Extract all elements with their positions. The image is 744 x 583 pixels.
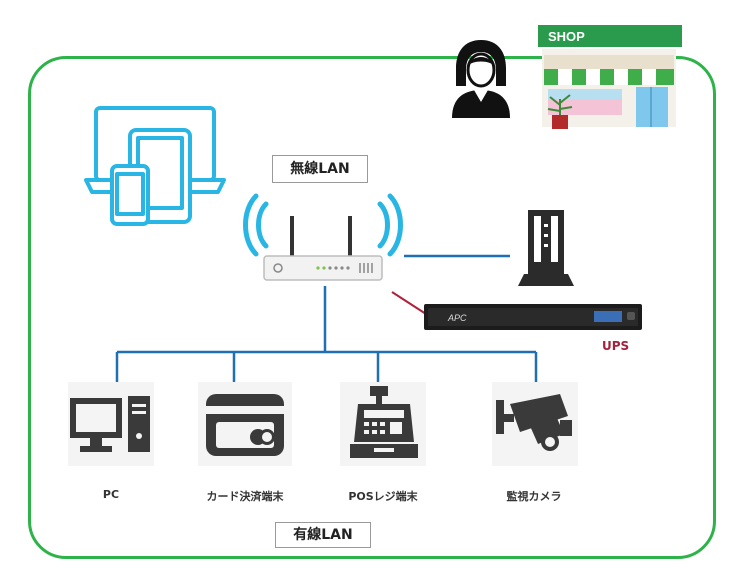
wired-lan-label: 有線LAN [275, 522, 371, 548]
pc-icon [70, 396, 150, 452]
onu-modem-icon [518, 210, 574, 286]
pos-register-icon [350, 386, 418, 458]
wireless-router-icon [243, 193, 403, 281]
device-label-security-camera: 監視カメラ [506, 490, 562, 503]
router-to-ups-line [391, 291, 427, 315]
wireless-lan-label: 無線LAN [272, 155, 368, 183]
shop-building-icon: SHOP [538, 25, 682, 129]
device-label-pos-register: POSレジ端末 [348, 490, 418, 503]
clerk-icon [452, 40, 510, 118]
card-terminal-icon [206, 394, 284, 456]
security-camera-icon [496, 394, 572, 451]
ups-device-icon: APC [424, 304, 642, 330]
store-network-boundary [28, 56, 716, 559]
device-label-card-terminal: カード決済端末 [206, 490, 284, 503]
shop-sign-text: SHOP [548, 29, 585, 44]
ups-label: UPS [602, 339, 630, 353]
mobile-devices-icon [84, 106, 226, 226]
device-label-pc: PC [102, 488, 120, 501]
ups-brand-text: APC [447, 313, 467, 323]
